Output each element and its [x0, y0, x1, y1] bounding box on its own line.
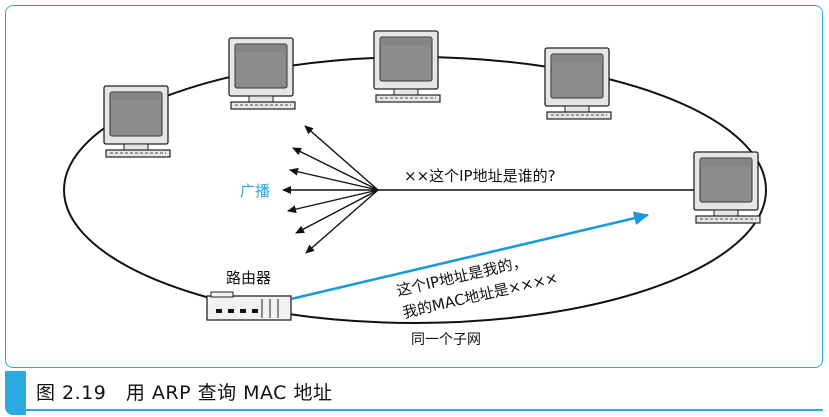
broadcast-arrows [282, 125, 379, 254]
figure-caption-bar: 图 2.19 用 ARP 查询 MAC 地址 [5, 371, 823, 415]
computer-icon [544, 47, 612, 120]
computer-icon [693, 151, 761, 224]
router-label: 路由器 [226, 269, 271, 287]
computer-icon [373, 30, 441, 103]
figure-caption: 图 2.19 用 ARP 查询 MAC 地址 [36, 382, 333, 404]
computer-icon [103, 85, 171, 158]
broadcast-label: 广播 [240, 182, 270, 200]
router-icon [206, 291, 292, 321]
subnet-label: 同一个子网 [411, 332, 481, 348]
request-label: ××这个IP地址是谁的? [404, 167, 556, 185]
caption-underline [26, 409, 823, 411]
caption-accent [5, 371, 26, 415]
computer-icon [228, 37, 296, 110]
reply-arrow [290, 211, 649, 301]
